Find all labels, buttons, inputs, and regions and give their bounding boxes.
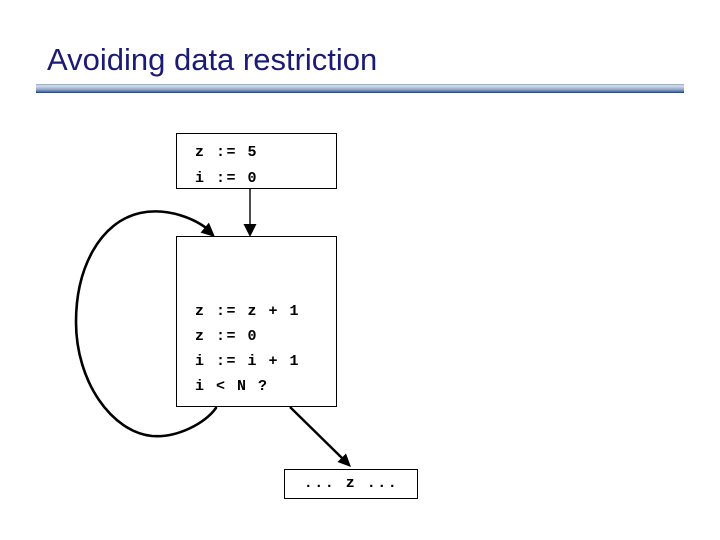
arrow-loop-to-exit <box>289 406 351 467</box>
exit-basic-block: ... z ... <box>284 469 418 499</box>
entry-basic-block: z := 5 i := 0 <box>176 133 337 189</box>
code-line: ... z ... <box>303 475 399 492</box>
slide-title: Avoiding data restriction <box>47 42 378 77</box>
code-line: z := z + 1 <box>195 303 301 320</box>
code-line: i < N ? <box>195 378 269 395</box>
loop-basic-block: z := z + 1 z := 0 i := i + 1 i < N ? <box>176 236 337 407</box>
code-line: i := 0 <box>195 170 259 187</box>
code-line: i := i + 1 <box>195 353 301 370</box>
arrow-entry-to-loop <box>243 189 257 237</box>
title-underline-rule <box>36 84 684 93</box>
code-line: z := 5 <box>195 144 259 161</box>
code-line: z := 0 <box>195 328 259 345</box>
